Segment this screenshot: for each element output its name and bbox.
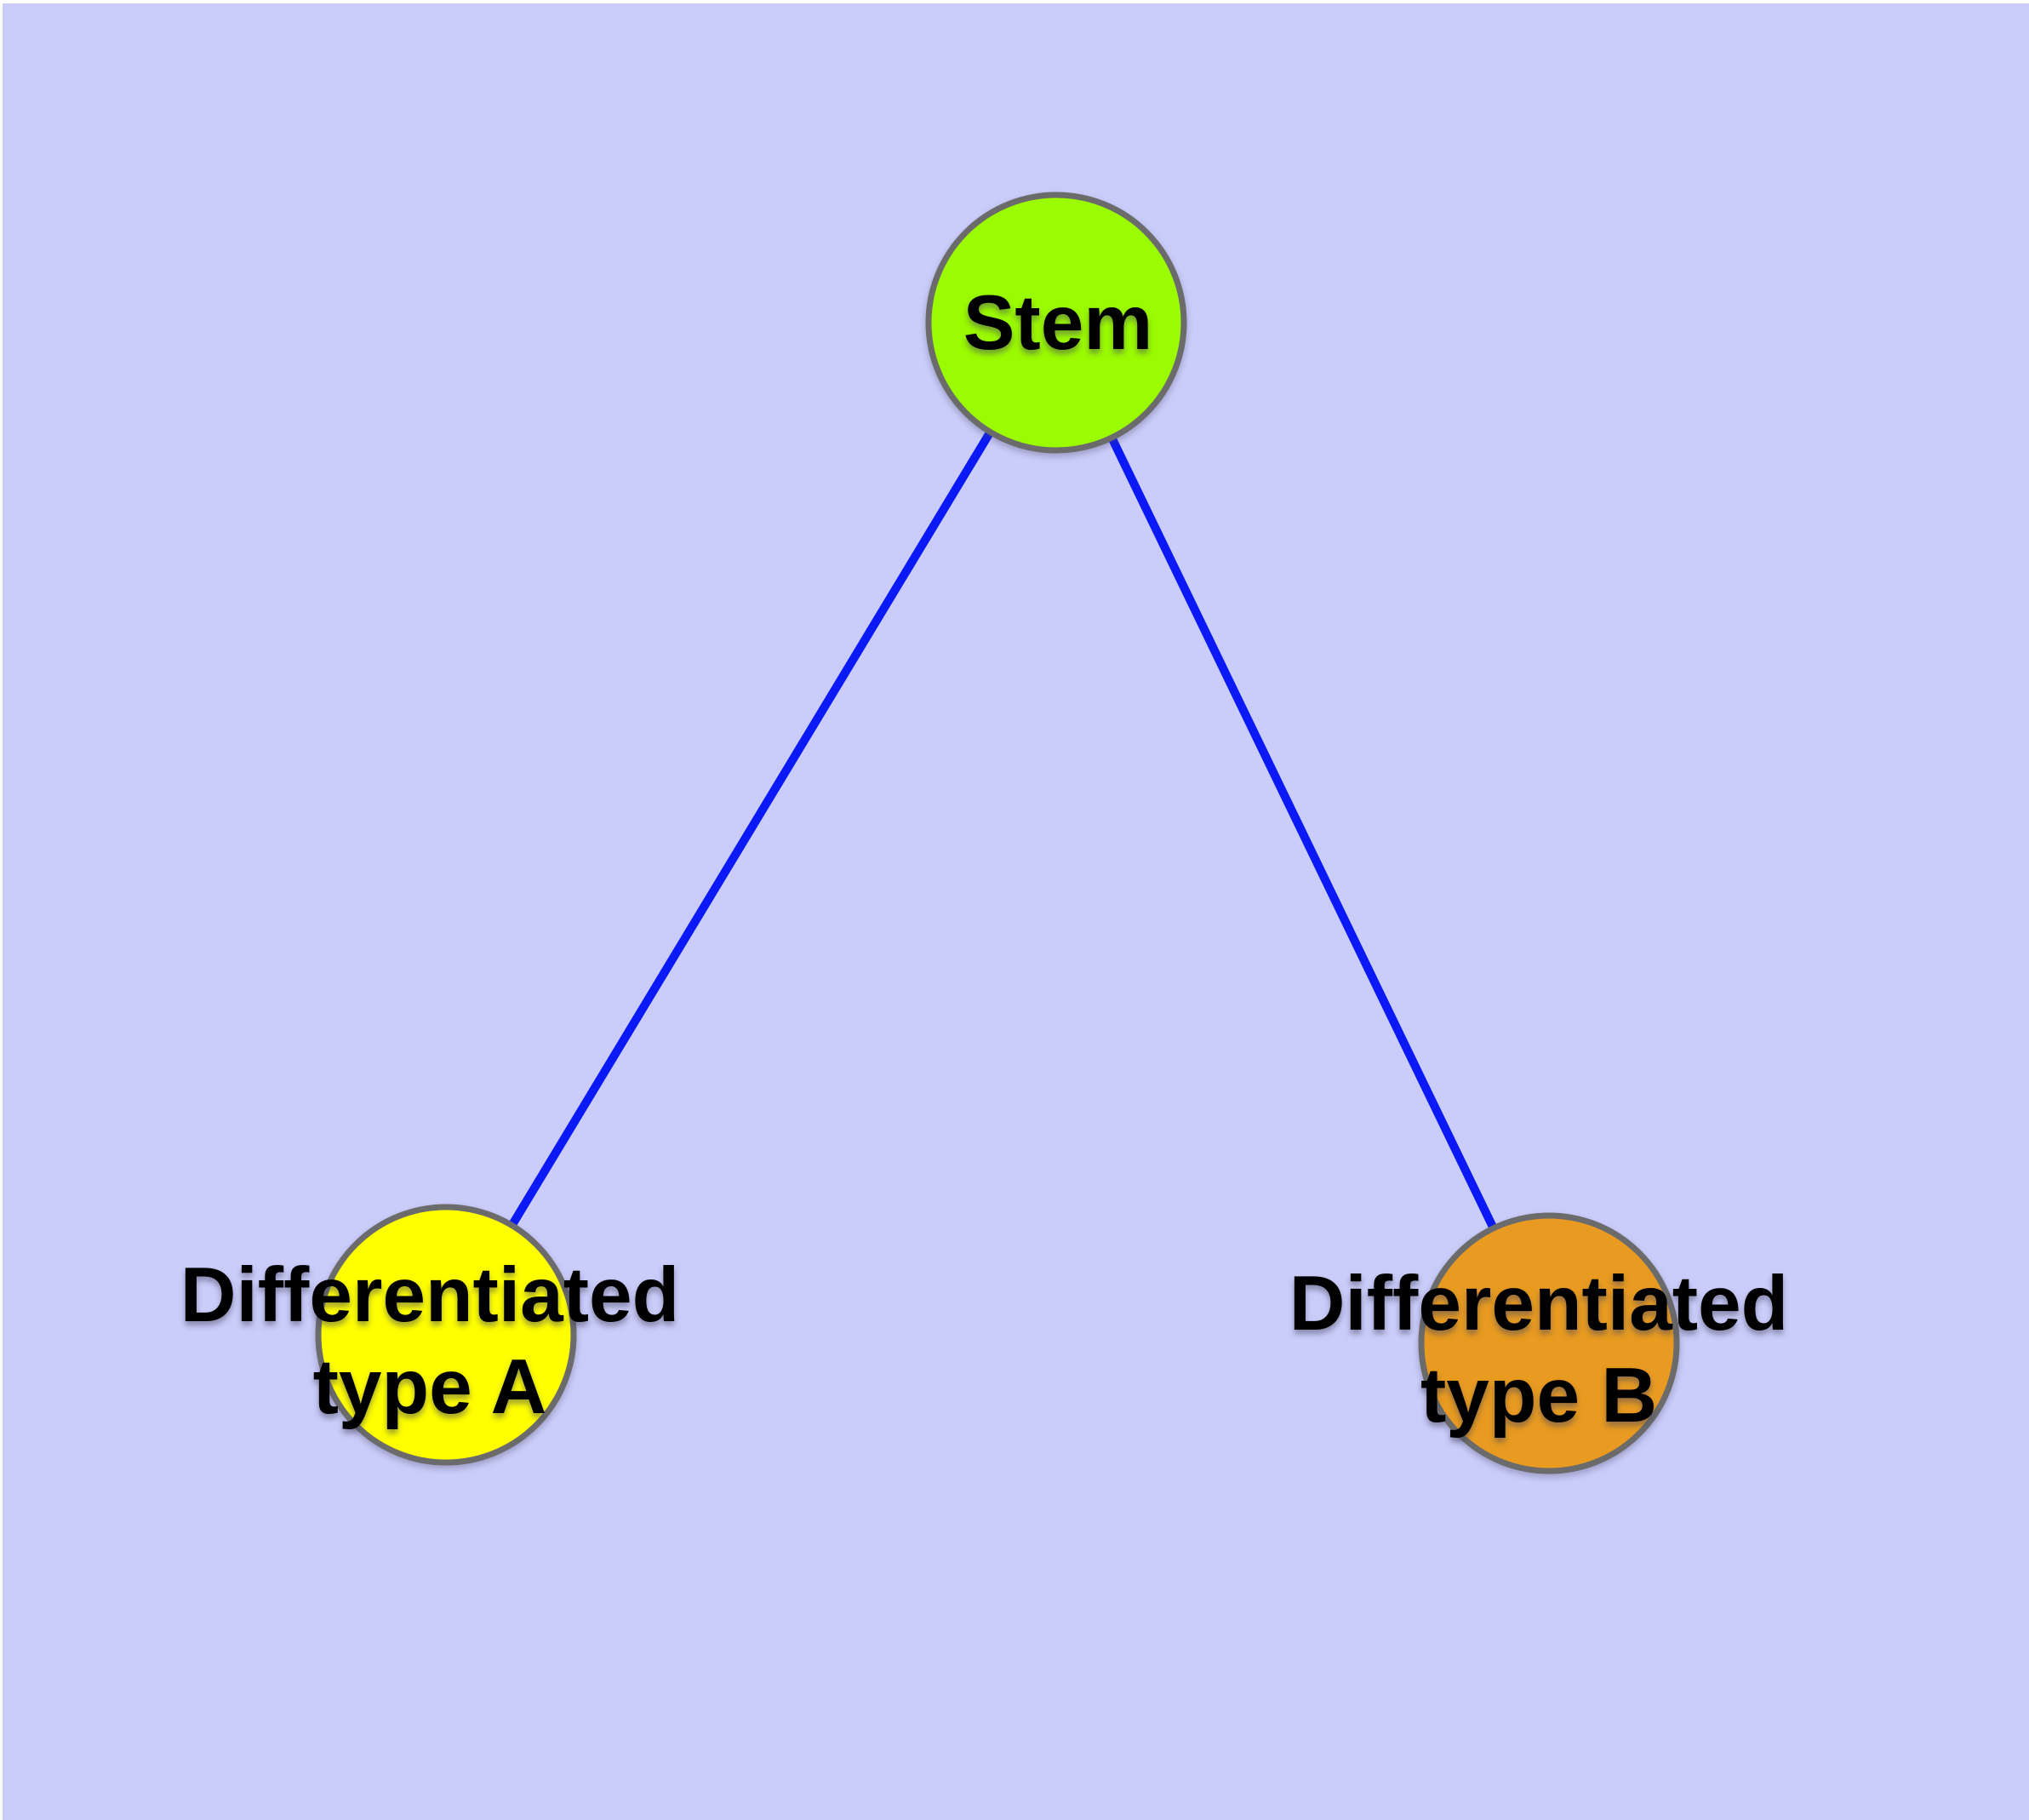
graph-svg — [315, 192, 1680, 1474]
edge-stem-to-type-b — [1052, 320, 1553, 1346]
edge-stem-to-type-a — [442, 320, 1060, 1337]
node-stem-circle — [925, 192, 1187, 454]
node-differentiated-type-b-circle — [1418, 1212, 1680, 1474]
node-differentiated-type-a-circle — [315, 1204, 577, 1466]
